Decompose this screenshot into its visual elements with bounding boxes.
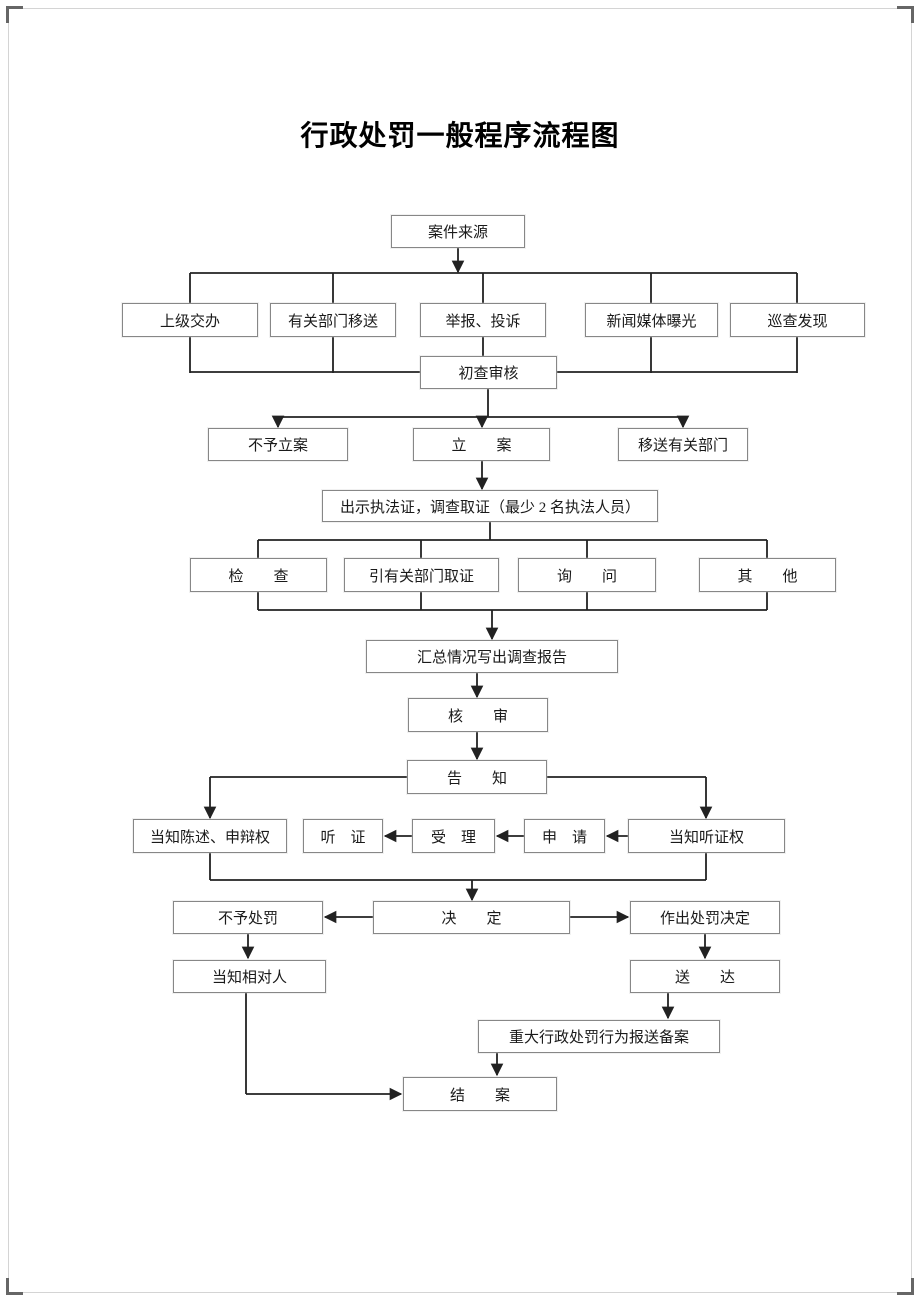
node-inquiry: 询 问 bbox=[518, 558, 656, 592]
node-no-filing: 不予立案 bbox=[208, 428, 348, 461]
node-transfer-to-departments: 移送有关部门 bbox=[618, 428, 748, 461]
page-corner-mark bbox=[897, 1278, 914, 1295]
node-notify-party: 当知相对人 bbox=[173, 960, 326, 993]
flowchart-title: 行政处罚一般程序流程图 bbox=[300, 120, 620, 151]
node-superior-assignment: 上级交办 bbox=[122, 303, 258, 337]
node-hearing: 听 证 bbox=[303, 819, 383, 853]
node-preliminary-review: 初查审核 bbox=[420, 356, 557, 389]
node-notification: 告 知 bbox=[407, 760, 547, 794]
node-case-source: 案件来源 bbox=[391, 215, 525, 248]
node-statement-defense-right: 当知陈述、申辩权 bbox=[133, 819, 287, 853]
node-case-filing: 立 案 bbox=[413, 428, 550, 461]
page-corner-mark bbox=[6, 1278, 23, 1295]
node-penalty-decision: 作出处罚决定 bbox=[630, 901, 780, 934]
node-patrol-discovery: 巡查发现 bbox=[730, 303, 865, 337]
node-acceptance: 受 理 bbox=[412, 819, 495, 853]
page-corner-mark bbox=[897, 6, 914, 23]
node-department-evidence: 引有关部门取证 bbox=[344, 558, 499, 592]
node-department-transfer: 有关部门移送 bbox=[270, 303, 396, 337]
node-application: 申 请 bbox=[524, 819, 605, 853]
node-delivery: 送 达 bbox=[630, 960, 780, 993]
node-hearing-right: 当知听证权 bbox=[628, 819, 785, 853]
node-review: 核 审 bbox=[408, 698, 548, 732]
node-report-complaint: 举报、投诉 bbox=[420, 303, 546, 337]
node-other: 其 他 bbox=[699, 558, 836, 592]
node-show-credentials-investigate: 出示执法证，调查取证（最少 2 名执法人员） bbox=[322, 490, 658, 522]
node-media-exposure: 新闻媒体曝光 bbox=[585, 303, 718, 337]
node-major-penalty-record: 重大行政处罚行为报送备案 bbox=[478, 1020, 720, 1053]
node-inspection: 检 查 bbox=[190, 558, 327, 592]
page-corner-mark bbox=[6, 6, 23, 23]
node-close-case: 结 案 bbox=[403, 1077, 557, 1111]
node-investigation-report: 汇总情况写出调查报告 bbox=[366, 640, 618, 673]
node-decision: 决 定 bbox=[373, 901, 570, 934]
node-no-penalty: 不予处罚 bbox=[173, 901, 323, 934]
